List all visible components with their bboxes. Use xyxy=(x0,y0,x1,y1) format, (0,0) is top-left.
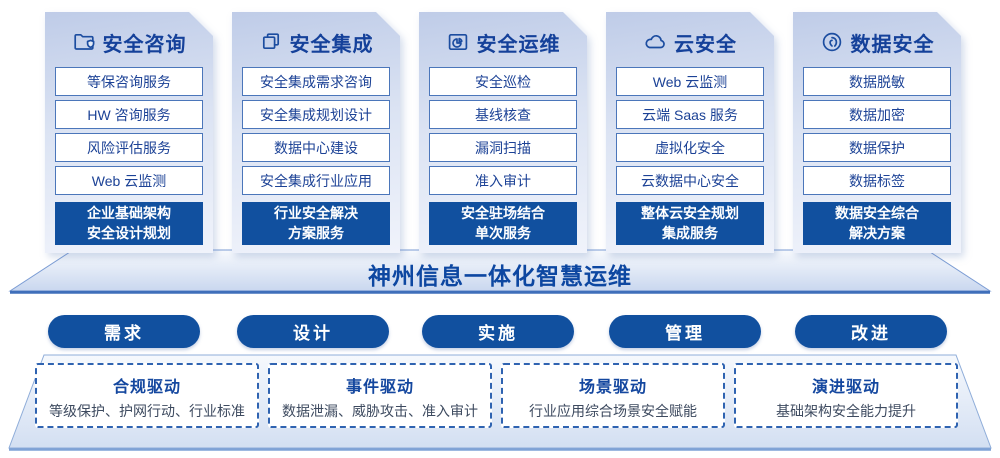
highlight-line: 单次服务 xyxy=(475,224,531,241)
column-header: 安全咨询 xyxy=(72,28,187,56)
column-header: 安全运维 xyxy=(446,28,561,56)
highlight-line: 行业安全解决 xyxy=(274,204,358,221)
column-highlight: 企业基础架构 安全设计规划 xyxy=(55,202,203,245)
column-highlight: 安全驻场结合 单次服务 xyxy=(429,202,577,245)
banner-title: 神州信息一体化智慧运维 xyxy=(368,263,632,289)
column-title: 安全咨询 xyxy=(102,33,187,56)
driver-box-compliance: 合规驱动 等级保护、护网行动、行业标准 xyxy=(35,363,259,428)
process-pill-management: 管理 xyxy=(609,315,761,348)
service-item: 数据脱敏 xyxy=(803,67,951,96)
service-item: 风险评估服务 xyxy=(55,133,203,162)
column-title: 安全运维 xyxy=(476,33,561,56)
service-item: 虚拟化安全 xyxy=(616,133,764,162)
column-title: 数据安全 xyxy=(850,33,935,56)
cloud-icon xyxy=(645,35,665,49)
column-title: 安全集成 xyxy=(289,33,374,56)
column-title: 云安全 xyxy=(674,33,737,56)
column-highlight: 整体云安全规划 集成服务 xyxy=(616,202,764,245)
service-column-security-integration: 安全集成 安全集成需求咨询 安全集成规划设计 数据中心建设 安全集成行业应用 行… xyxy=(232,12,400,253)
service-item: 数据中心建设 xyxy=(242,133,390,162)
service-item: 数据加密 xyxy=(803,100,951,129)
highlight-line: 解决方案 xyxy=(849,224,905,241)
highlight-line: 安全驻场结合 xyxy=(461,204,545,221)
column-items: 安全巡检 基线核查 漏洞扫描 准入审计 xyxy=(429,67,577,195)
driver-box-scenario: 场景驱动 行业应用综合场景安全赋能 xyxy=(501,363,725,428)
service-column-security-consulting: 安全咨询 等保咨询服务 HW 咨询服务 风险评估服务 Web 云监测 企业基础架… xyxy=(45,12,213,253)
column-highlight: 行业安全解决 方案服务 xyxy=(242,202,390,245)
column-items: Web 云监测 云端 Saas 服务 虚拟化安全 云数据中心安全 xyxy=(616,67,764,195)
folder-shield-icon xyxy=(73,33,94,50)
column-header: 数据安全 xyxy=(820,28,935,56)
service-column-security-operations: 安全运维 安全巡检 基线核查 漏洞扫描 准入审计 安全驻场结合 单次服务 xyxy=(419,12,587,253)
highlight-line: 集成服务 xyxy=(662,224,718,241)
driver-title: 演进驱动 xyxy=(811,379,880,396)
driver-box-evolution: 演进驱动 基础架构安全能力提升 xyxy=(734,363,958,428)
service-item: 安全集成规划设计 xyxy=(242,100,390,129)
column-items: 安全集成需求咨询 安全集成规划设计 数据中心建设 安全集成行业应用 xyxy=(242,67,390,195)
service-item: Web 云监测 xyxy=(616,67,764,96)
column-highlight: 数据安全综合 解决方案 xyxy=(803,202,951,245)
service-column-data-security: 数据安全 数据脱敏 数据加密 数据保护 数据标签 数据安全综合 解决方案 xyxy=(793,12,961,253)
process-pill-improvement: 改进 xyxy=(795,315,947,348)
service-item: 漏洞扫描 xyxy=(429,133,577,162)
service-column-cloud-security: 云安全 Web 云监测 云端 Saas 服务 虚拟化安全 云数据中心安全 整体云… xyxy=(606,12,774,253)
service-item: 准入审计 xyxy=(429,166,577,195)
highlight-line: 企业基础架构 xyxy=(87,204,171,221)
column-items: 数据脱敏 数据加密 数据保护 数据标签 xyxy=(803,67,951,195)
service-item: 安全集成需求咨询 xyxy=(242,67,390,96)
service-item: 安全巡检 xyxy=(429,67,577,96)
driver-title: 事件驱动 xyxy=(345,379,414,396)
process-pill-design: 设计 xyxy=(237,315,389,348)
service-item: 数据保护 xyxy=(803,133,951,162)
driver-title: 场景驱动 xyxy=(578,379,647,396)
fingerprint-icon xyxy=(822,32,841,52)
driver-box-event: 事件驱动 数据泄漏、威胁攻击、准入审计 xyxy=(268,363,492,428)
driver-description: 数据泄漏、威胁攻击、准入审计 xyxy=(282,403,478,419)
documents-icon xyxy=(262,33,279,50)
driver-description: 等级保护、护网行动、行业标准 xyxy=(49,403,245,419)
highlight-line: 数据安全综合 xyxy=(835,204,919,221)
service-item: 数据标签 xyxy=(803,166,951,195)
service-item: 云数据中心安全 xyxy=(616,166,764,195)
banner-platform-shape xyxy=(8,249,992,294)
service-item: 安全集成行业应用 xyxy=(242,166,390,195)
process-pill-implementation: 实施 xyxy=(422,315,574,348)
column-items: 等保咨询服务 HW 咨询服务 风险评估服务 Web 云监测 xyxy=(55,67,203,195)
driver-description: 行业应用综合场景安全赋能 xyxy=(529,403,697,419)
driver-description: 基础架构安全能力提升 xyxy=(776,403,916,419)
pie-chart-box-icon xyxy=(448,33,467,51)
column-header: 安全集成 xyxy=(259,28,374,56)
highlight-line: 安全设计规划 xyxy=(87,224,171,241)
process-pill-demand: 需求 xyxy=(48,315,200,348)
highlight-line: 整体云安全规划 xyxy=(641,204,739,221)
service-item: 等保咨询服务 xyxy=(55,67,203,96)
service-item: 基线核查 xyxy=(429,100,577,129)
service-item: Web 云监测 xyxy=(55,166,203,195)
highlight-line: 方案服务 xyxy=(288,224,344,241)
service-item: HW 咨询服务 xyxy=(55,100,203,129)
driver-title: 合规驱动 xyxy=(112,379,181,396)
column-header: 云安全 xyxy=(643,28,737,56)
service-item: 云端 Saas 服务 xyxy=(616,100,764,129)
